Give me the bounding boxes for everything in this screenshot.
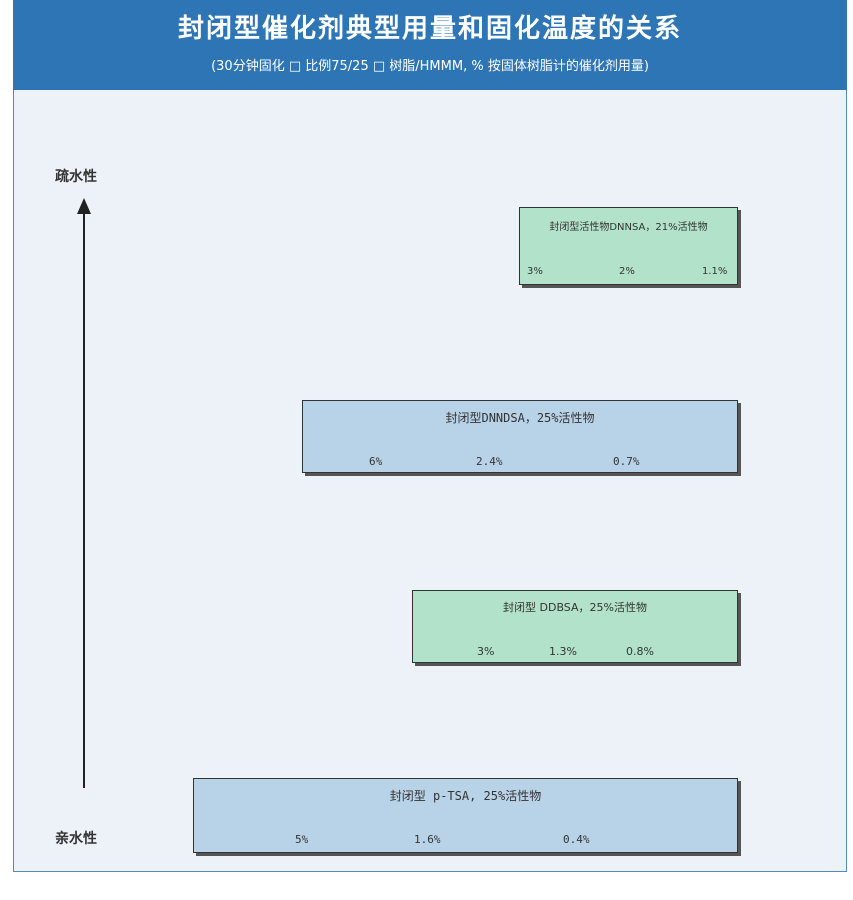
catalyst-value: 0.7% bbox=[613, 455, 640, 468]
catalyst-box-dnnsa: 封闭型活性物DNNSA，21%活性物 3% 2% 1.1% bbox=[519, 207, 738, 285]
catalyst-title: 封闭型活性物DNNSA，21%活性物 bbox=[549, 222, 708, 233]
catalyst-value: 3% bbox=[477, 645, 495, 658]
axis-arrow-up-icon bbox=[77, 198, 91, 214]
hydrophobic-label: 疏水性 bbox=[55, 169, 97, 185]
catalyst-box-ptsa: 封闭型 p-TSA, 25%活性物 5% 1.6% 0.4% bbox=[193, 778, 738, 853]
catalyst-title: 封闭型DNNDSA，25%活性物 bbox=[445, 411, 595, 425]
catalyst-title: 封闭型 DDBSA，25%活性物 bbox=[503, 601, 647, 614]
hydrophobicity-axis bbox=[83, 214, 85, 788]
catalyst-value: 0.4% bbox=[563, 833, 590, 846]
catalyst-value: 0.8% bbox=[626, 645, 654, 658]
diagram-subtitle: (30分钟固化 □ 比例75/25 □ 树脂/HMMM, % 按固体树脂计的催化… bbox=[211, 59, 649, 74]
catalyst-box-ddbsa: 封闭型 DDBSA，25%活性物 3% 1.3% 0.8% bbox=[412, 590, 738, 663]
catalyst-value: 2% bbox=[619, 266, 635, 277]
diagram-title: 封闭型催化剂典型用量和固化温度的关系 bbox=[177, 14, 682, 44]
catalyst-value: 2.4% bbox=[476, 455, 503, 468]
catalyst-value: 5% bbox=[295, 833, 309, 846]
catalyst-value: 1.6% bbox=[414, 833, 441, 846]
hydrophilic-label: 亲水性 bbox=[55, 831, 97, 847]
catalyst-title: 封闭型 p-TSA, 25%活性物 bbox=[389, 789, 542, 803]
catalyst-value: 6% bbox=[369, 455, 383, 468]
catalyst-value: 1.1% bbox=[702, 266, 728, 277]
catalyst-value: 1.3% bbox=[549, 645, 577, 658]
header-banner: 封闭型催化剂典型用量和固化温度的关系 (30分钟固化 □ 比例75/25 □ 树… bbox=[13, 0, 847, 90]
catalyst-box-dnndsa: 封闭型DNNDSA，25%活性物 6% 2.4% 0.7% bbox=[302, 400, 738, 473]
catalyst-value: 3% bbox=[527, 266, 543, 277]
